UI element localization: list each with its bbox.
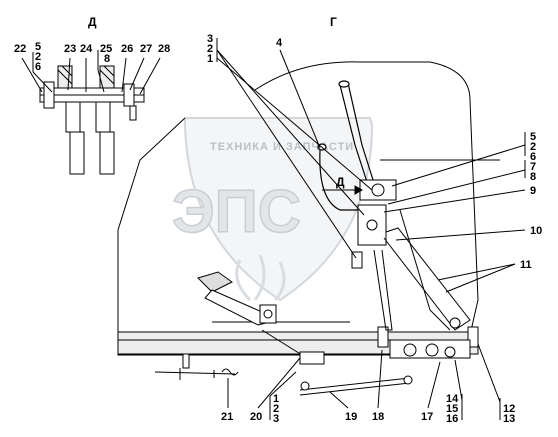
frame-bracket-mid <box>377 326 389 348</box>
callout-detail-2: 2 <box>35 51 41 63</box>
pedal-pad <box>197 271 233 293</box>
callout-15: 15 <box>446 403 458 415</box>
detail-nut-left <box>43 81 55 109</box>
crank-pivot-a <box>403 343 417 357</box>
callout-4: 4 <box>276 37 283 49</box>
pedal-assembly <box>154 271 325 380</box>
rod-19-end <box>300 381 310 391</box>
frame-outline <box>117 230 470 356</box>
lever-rod-b <box>347 82 375 184</box>
callout-detail-5: 5 <box>35 41 41 53</box>
callout-28: 28 <box>158 43 170 55</box>
callout-20: 20 <box>250 411 262 423</box>
rod-19-end-b <box>403 375 413 385</box>
pedal-pivot <box>263 309 273 319</box>
callout-16: 16 <box>446 413 458 425</box>
callout-11: 11 <box>520 259 532 271</box>
crank-pivot-b <box>425 343 439 357</box>
callout-10: 10 <box>530 225 542 237</box>
callout-right-5: 5 <box>530 131 536 143</box>
callout-bottom-1: 1 <box>273 393 279 405</box>
mechanism-hub <box>371 183 385 197</box>
machine-body <box>117 61 500 369</box>
detail-view <box>39 65 145 175</box>
callout-bottom-2: 2 <box>273 403 279 415</box>
detail-nut-right <box>123 83 135 107</box>
linkages <box>373 209 471 331</box>
callout-25: 25 <box>100 43 112 55</box>
callout-right-8: 8 <box>530 171 536 183</box>
callout-top-1: 1 <box>207 53 213 65</box>
crank-pivot-c <box>444 346 456 358</box>
mechanism-bolt <box>366 219 378 231</box>
callout-right-7: 7 <box>530 161 536 173</box>
frame-bracket-left <box>182 353 190 369</box>
callout-12: 12 <box>503 403 515 415</box>
callout-right-2: 2 <box>530 141 536 153</box>
detail-lever-b <box>99 131 115 175</box>
watermark-letters: ЭПС <box>172 178 301 245</box>
detail-view-title: Д <box>88 15 97 29</box>
leader-lines <box>21 38 526 420</box>
lever-link <box>319 149 360 211</box>
cable-21 <box>154 371 236 375</box>
link-joint-11 <box>449 317 461 329</box>
callout-18: 18 <box>372 411 384 423</box>
body-outline <box>254 61 479 336</box>
lever-mechanism <box>351 179 397 269</box>
callout-detail-8: 8 <box>104 53 110 65</box>
view-arrow-label: Д <box>336 175 345 189</box>
link-rod-18 <box>373 249 393 331</box>
cable-21-clips <box>179 368 215 380</box>
callout-13: 13 <box>503 413 515 425</box>
callout-27: 27 <box>140 43 152 55</box>
rod-19-b <box>299 382 411 396</box>
lever-rod-a <box>339 84 369 186</box>
callout-14: 14 <box>446 393 459 405</box>
callout-23: 23 <box>64 43 76 55</box>
link-rod-10 <box>383 227 471 331</box>
detail-lever-b-top <box>95 101 111 133</box>
callout-top-3: 3 <box>207 33 213 45</box>
watermark: ТЕХНИКА И ЗАПЧАСТИ ЭПС <box>171 117 374 302</box>
detail-lever-a <box>69 131 85 175</box>
callout-right-6: 6 <box>530 151 536 163</box>
callout-26: 26 <box>121 43 133 55</box>
callout-21: 21 <box>221 411 233 423</box>
callout-labels: 22 5 2 6 23 24 25 8 26 27 28 3 2 1 4 5 2… <box>14 33 542 425</box>
callout-24: 24 <box>80 43 93 55</box>
rod-19 <box>299 377 411 391</box>
callout-detail-6: 6 <box>35 61 41 73</box>
callout-22: 22 <box>14 43 26 55</box>
main-view-title: Г <box>330 15 337 29</box>
callout-9: 9 <box>530 185 536 197</box>
frame-bracket-right <box>467 326 479 348</box>
detail-lever-a-top <box>65 101 81 133</box>
callout-17: 17 <box>421 411 433 423</box>
mechanism-clamp <box>351 251 363 269</box>
frame-left-edge <box>117 117 186 231</box>
cable-spring <box>221 368 239 376</box>
callout-top-2: 2 <box>207 43 213 55</box>
watermark-shield <box>184 117 374 302</box>
callout-bottom-3: 3 <box>273 413 279 425</box>
detail-pin <box>129 105 137 121</box>
callout-19: 19 <box>345 411 357 423</box>
crank-assembly <box>299 339 471 396</box>
detail-hatching <box>57 65 115 85</box>
link-rod-11 <box>399 209 451 331</box>
lever-knob <box>338 80 350 88</box>
watermark-wheat-icon <box>235 254 286 302</box>
pedal-rod-end <box>299 351 325 365</box>
